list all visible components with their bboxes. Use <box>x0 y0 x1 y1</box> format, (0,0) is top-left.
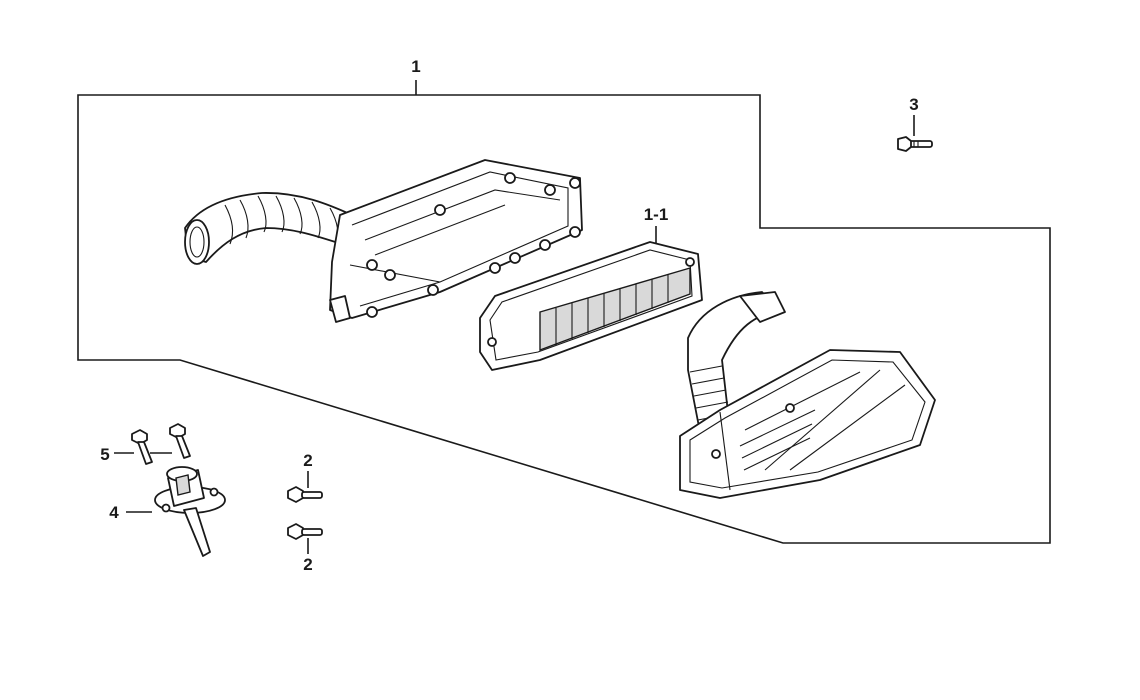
assembly-boundary <box>77 80 1051 544</box>
callout-1-1: 1-1 <box>644 205 669 246</box>
callout-2-bottom: 2 <box>303 538 313 574</box>
callout-5: 5 <box>100 445 172 464</box>
callout-4-label: 4 <box>109 503 119 522</box>
callout-3-label: 3 <box>909 95 918 114</box>
callout-2-top: 2 <box>303 451 313 488</box>
callout-1: 1 <box>411 57 420 76</box>
callout-2-bottom-label: 2 <box>303 555 312 574</box>
callout-1-label: 1 <box>411 57 420 76</box>
filter-element-drawing <box>479 241 703 371</box>
bolt-2-top-drawing <box>287 486 323 503</box>
callout-4: 4 <box>109 503 152 522</box>
drain-fitting-4-drawing <box>154 466 226 557</box>
screws-5-drawing <box>131 423 191 465</box>
callout-3: 3 <box>909 95 919 136</box>
callout-1-1-label: 1-1 <box>644 205 669 224</box>
air-cleaner-case-drawing <box>184 159 583 323</box>
air-cleaner-cover-drawing <box>679 291 936 499</box>
bolt-2-bottom-drawing <box>287 523 323 540</box>
callout-2-top-label: 2 <box>303 451 312 470</box>
callout-5-label: 5 <box>100 445 109 464</box>
bolt-3-drawing <box>897 136 933 152</box>
